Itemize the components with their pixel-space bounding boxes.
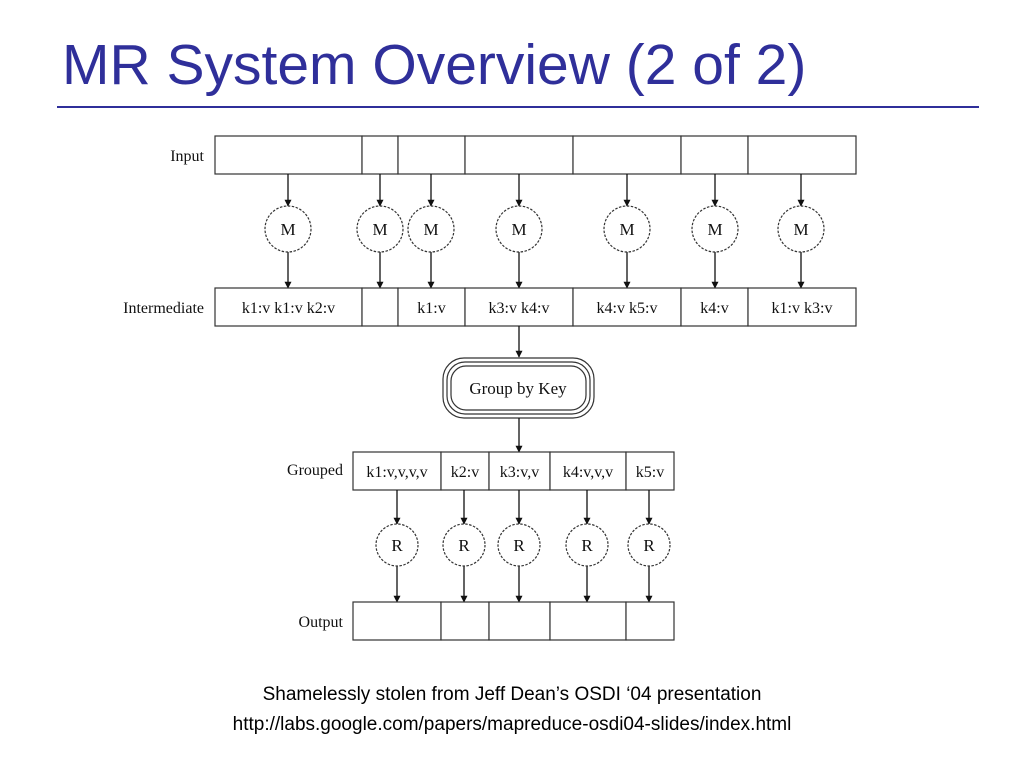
input-cell bbox=[397, 135, 466, 175]
grouped-cell-text: k5:v bbox=[636, 464, 664, 481]
input-cell bbox=[680, 135, 749, 175]
map-node-label: M bbox=[707, 220, 722, 239]
intermediate-cell-text: k4:v bbox=[700, 300, 728, 317]
slide-title: MR System Overview (2 of 2) bbox=[62, 33, 807, 97]
group-by-key-node: Group by Key bbox=[442, 357, 595, 419]
output-cell bbox=[352, 601, 442, 641]
source-url[interactable]: http://labs.google.com/papers/mapreduce-… bbox=[232, 714, 792, 735]
intermediate-cell bbox=[397, 287, 466, 327]
intermediate-cell bbox=[747, 287, 857, 327]
grouped-cell-text: k3:v,v bbox=[500, 464, 539, 481]
input-row bbox=[214, 135, 857, 175]
grouped-cell bbox=[488, 451, 551, 491]
grouped-stage-label: Grouped bbox=[287, 462, 343, 479]
grouped-cell-text: k2:v bbox=[451, 464, 479, 481]
grouped-cell bbox=[440, 451, 490, 491]
grouped-row: k1:v,v,v,v k2:v k3:v,v k4:v,v,v k5:v bbox=[352, 451, 675, 491]
intermediate-cell-text: k1:v bbox=[417, 300, 445, 317]
input-cell bbox=[572, 135, 682, 175]
grouped-cell-text: k1:v,v,v,v bbox=[366, 464, 427, 481]
map-node bbox=[691, 205, 739, 253]
reduce-node bbox=[375, 523, 419, 567]
intermediate-cell-text: k3:v k4:v bbox=[489, 300, 550, 317]
map-node-label: M bbox=[372, 220, 387, 239]
reduce-node-label: R bbox=[391, 536, 403, 555]
grouped-cell-text: k4:v,v,v bbox=[563, 464, 613, 481]
input-cell bbox=[464, 135, 574, 175]
map-node bbox=[264, 205, 312, 253]
map-node bbox=[356, 205, 404, 253]
output-cell bbox=[549, 601, 627, 641]
grouped-cell bbox=[625, 451, 675, 491]
output-cell bbox=[625, 601, 675, 641]
output-row bbox=[352, 601, 675, 641]
attribution-caption: Shamelessly stolen from Jeff Dean’s OSDI… bbox=[262, 684, 762, 705]
intermediate-cell-text: k4:v k5:v bbox=[597, 300, 658, 317]
reduce-node-label: R bbox=[581, 536, 593, 555]
intermediate-cell-text: k1:v k3:v bbox=[772, 300, 833, 317]
reduce-node bbox=[442, 523, 486, 567]
map-node bbox=[603, 205, 651, 253]
input-stage-label: Input bbox=[170, 148, 204, 165]
intermediate-cell bbox=[464, 287, 574, 327]
intermediate-row: k1:v k1:v k2:v k1:v k3:v k4:v k4:v k5:v k4:v… bbox=[214, 287, 857, 327]
reduce-node bbox=[565, 523, 609, 567]
map-node bbox=[495, 205, 543, 253]
map-node bbox=[777, 205, 825, 253]
grouped-cell bbox=[549, 451, 627, 491]
output-cell bbox=[488, 601, 551, 641]
map-node bbox=[407, 205, 455, 253]
grouped-cell bbox=[352, 451, 442, 491]
output-stage-label: Output bbox=[299, 614, 344, 631]
output-cell bbox=[440, 601, 490, 641]
map-node-label: M bbox=[619, 220, 634, 239]
input-cell bbox=[747, 135, 857, 175]
title-underline bbox=[57, 106, 979, 108]
reduce-node-label: R bbox=[458, 536, 470, 555]
group-by-key-label: Group by Key bbox=[469, 379, 567, 398]
reduce-node-label: R bbox=[513, 536, 525, 555]
map-node-label: M bbox=[423, 220, 438, 239]
reduce-arrows bbox=[393, 490, 653, 603]
reduce-node-label: R bbox=[643, 536, 655, 555]
map-node-label: M bbox=[793, 220, 808, 239]
intermediate-cell bbox=[572, 287, 682, 327]
intermediate-cell bbox=[361, 287, 399, 327]
reduce-node bbox=[497, 523, 541, 567]
reduce-node bbox=[627, 523, 671, 567]
intermediate-stage-label: Intermediate bbox=[123, 300, 204, 317]
input-cell bbox=[214, 135, 363, 175]
input-cell bbox=[361, 135, 399, 175]
map-node-label: M bbox=[280, 220, 295, 239]
map-arrows bbox=[284, 174, 805, 289]
intermediate-cell-text: k1:v k1:v k2:v bbox=[242, 300, 335, 317]
map-node-label: M bbox=[511, 220, 526, 239]
